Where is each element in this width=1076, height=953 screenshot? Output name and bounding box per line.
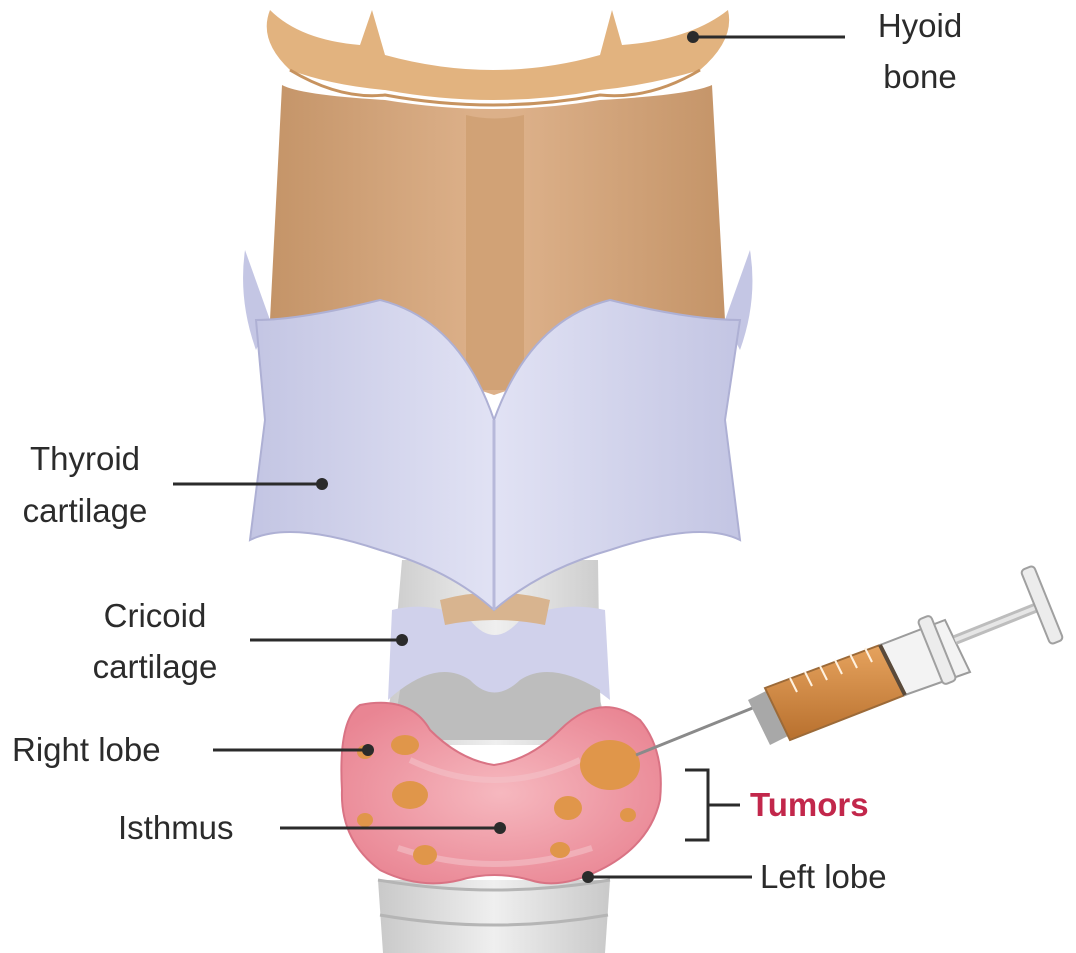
trachea <box>378 880 610 953</box>
tumor-nodule <box>620 808 636 822</box>
tumor-nodule <box>550 842 570 858</box>
label-hyoid-line1: Hyoid <box>878 7 962 44</box>
tumors-bracket <box>685 770 740 840</box>
label-cricoid-line1: Cricoid <box>104 597 207 634</box>
tumor-nodule <box>580 740 640 790</box>
syringe-icon <box>636 565 1063 755</box>
label-left-lobe: Left lobe <box>760 858 887 895</box>
label-isthmus: Isthmus <box>118 809 234 846</box>
tumor-nodule <box>554 796 582 820</box>
label-right-lobe: Right lobe <box>12 731 161 768</box>
tumor-nodule <box>391 735 419 755</box>
label-thyroid-cartilage-line2: cartilage <box>23 492 148 529</box>
label-tumors: Tumors <box>750 786 869 823</box>
label-thyroid-cartilage-line1: Thyroid <box>30 440 140 477</box>
tumor-nodule <box>357 813 373 827</box>
label-cricoid-line2: cartilage <box>93 648 218 685</box>
tumor-nodule <box>413 845 437 865</box>
hyoid-bone <box>267 10 729 105</box>
tumor-nodule <box>392 781 428 809</box>
label-hyoid-line2: bone <box>883 58 956 95</box>
